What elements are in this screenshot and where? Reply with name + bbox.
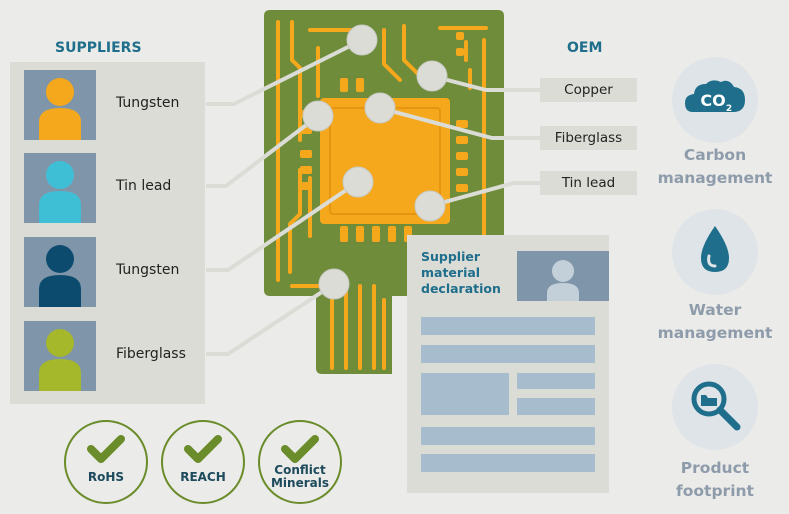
conflict-minerals-badge (258, 420, 342, 504)
supplier-avatar-fiberglass (24, 321, 96, 391)
document-field (517, 373, 595, 389)
supplier-declaration-document: Supplier material declaration (407, 235, 609, 493)
co2-subscript: 2 (726, 104, 732, 114)
badge-line: RoHS (87, 470, 125, 484)
supplier-label: Fiberglass (116, 346, 186, 362)
check-icon (87, 435, 125, 463)
supplier-label: Tungsten (116, 262, 180, 278)
check-icon (281, 435, 319, 463)
person-icon (547, 260, 579, 301)
reach-badge (161, 420, 245, 504)
oem-material-tin-lead: Tin lead (540, 171, 637, 195)
person-icon (39, 161, 81, 223)
supplier-label: Tungsten (116, 95, 180, 111)
badge-label-conflict-minerals: Conflict Minerals (257, 464, 343, 490)
supplier-avatar-tin-lead (24, 153, 96, 223)
oem-material-fiberglass: Fiberglass (540, 126, 637, 150)
document-field (421, 427, 595, 445)
water-drop-icon (672, 209, 758, 295)
supplier-avatar-tungsten (24, 70, 96, 140)
label-line: Carbon (683, 146, 747, 164)
oem-header: OEM (567, 40, 603, 56)
document-title: Supplier material declaration (421, 249, 501, 297)
label-line: management (657, 169, 773, 187)
supplier-label: Tin lead (116, 178, 172, 194)
badge-line: Conflict (274, 463, 326, 477)
check-icon (184, 435, 222, 463)
person-icon (39, 329, 81, 391)
document-field (421, 317, 595, 335)
rohs-badge (64, 420, 148, 504)
person-icon (39, 245, 81, 307)
label-line: Product (680, 459, 750, 477)
label-line: footprint (676, 482, 754, 500)
document-field (421, 454, 595, 472)
document-avatar (517, 251, 609, 301)
document-field (421, 373, 509, 415)
co2-cloud-icon: CO 2 (672, 57, 758, 143)
document-field (421, 345, 595, 363)
badge-line: REACH (180, 470, 226, 484)
product-footprint-label: Product footprint (655, 457, 775, 503)
badge-line: Minerals (270, 476, 329, 490)
title-line: Supplier (421, 249, 481, 264)
water-management-label: Water management (655, 299, 775, 345)
badge-label-reach: REACH (160, 471, 246, 484)
label-line: management (657, 324, 773, 342)
carbon-management-label: Carbon management (655, 144, 775, 190)
document-field (517, 398, 595, 415)
oem-material-copper: Copper (540, 78, 637, 102)
badge-label-rohs: RoHS (63, 471, 149, 484)
supplier-avatar-tungsten-2 (24, 237, 96, 307)
label-line: Water (688, 301, 742, 319)
co2-text: CO (700, 91, 725, 110)
title-line: declaration (421, 281, 501, 296)
title-line: material (421, 265, 481, 280)
person-icon (39, 78, 81, 140)
magnifier-folder-icon (672, 364, 758, 450)
suppliers-header: SUPPLIERS (55, 40, 142, 56)
